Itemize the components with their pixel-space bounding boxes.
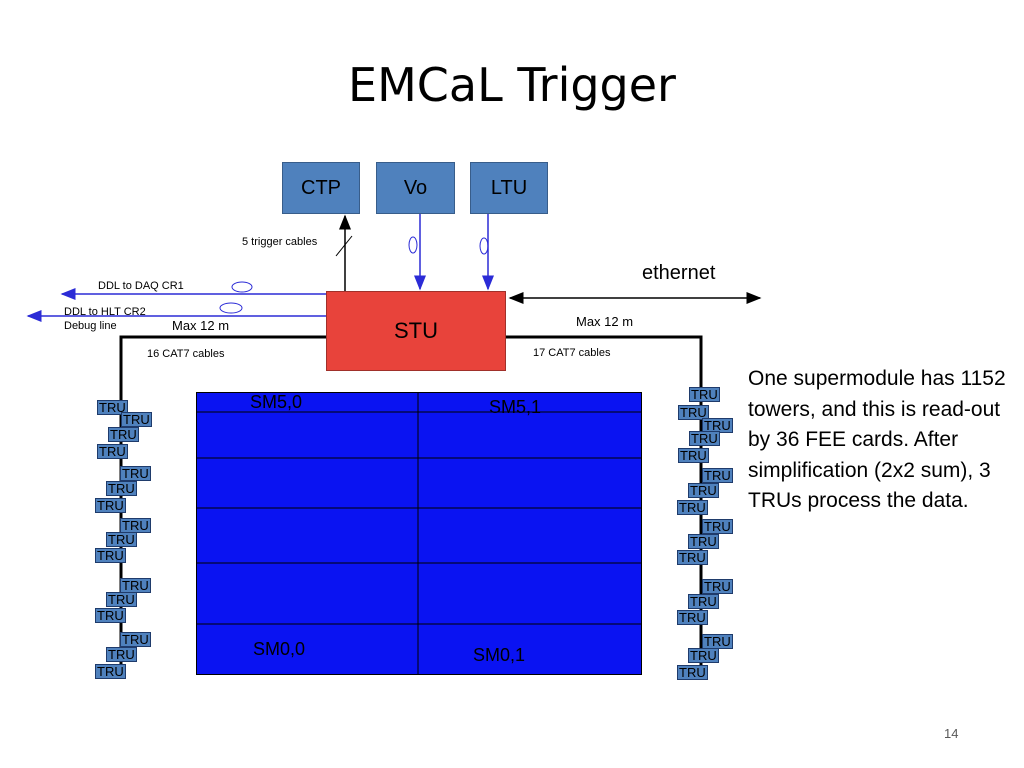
tru-module: TRU <box>106 532 137 547</box>
ltu-cable-loop <box>479 237 489 255</box>
supermodule-description: One supermodule has 1152 towers, and thi… <box>748 367 1006 512</box>
cable-slash <box>335 235 353 257</box>
tru-module: TRU <box>678 405 709 420</box>
hlt-cable-loop <box>219 302 243 314</box>
max-length-right-label: Max 12 m <box>576 314 634 329</box>
tru-module: TRU <box>702 579 733 594</box>
tru-module: TRU <box>678 448 709 463</box>
stu-box: STU <box>326 291 506 371</box>
tru-module: TRU <box>677 610 708 625</box>
tru-module: TRU <box>120 578 151 593</box>
sm00-label: SM0,0 <box>253 639 306 659</box>
tru-module: TRU <box>702 468 733 483</box>
tru-module: TRU <box>121 412 152 427</box>
tru-module: TRU <box>677 550 708 565</box>
tru-module: TRU <box>95 664 126 679</box>
vo-box: Vo <box>376 162 455 214</box>
sm51-label: SM5,1 <box>489 397 542 417</box>
tru-module: TRU <box>688 534 719 549</box>
tru-module: TRU <box>106 592 137 607</box>
supermodule-grid <box>196 392 642 675</box>
tru-module: TRU <box>95 608 126 623</box>
tru-module: TRU <box>106 647 137 662</box>
trigger-cables-label: 5 trigger cables <box>242 236 318 248</box>
ethernet-label: ethernet <box>642 262 716 284</box>
tru-module: TRU <box>688 594 719 609</box>
daq-cable-loop <box>231 281 253 293</box>
tru-module: TRU <box>689 387 720 402</box>
tru-module: TRU <box>689 431 720 446</box>
ltu-box: LTU <box>470 162 548 214</box>
tru-module: TRU <box>688 483 719 498</box>
page-number: 14 <box>944 726 959 741</box>
sm01-label: SM0,1 <box>473 645 526 665</box>
cat7-left-label: 16 CAT7 cables <box>147 348 225 360</box>
slide-title: EMCaL Trigger <box>348 58 676 112</box>
tru-module: TRU <box>120 518 151 533</box>
ddl-daq-label: DDL to DAQ CR1 <box>98 280 184 292</box>
debug-line-label: Debug line <box>64 320 117 332</box>
sm50-label: SM5,0 <box>250 392 303 412</box>
tru-module: TRU <box>702 519 733 534</box>
ddl-hlt-label: DDL to HLT CR2 <box>64 306 146 318</box>
cat7-right-label: 17 CAT7 cables <box>533 347 611 359</box>
tru-module: TRU <box>120 632 151 647</box>
tru-module: TRU <box>95 498 126 513</box>
tru-module: TRU <box>702 634 733 649</box>
tru-module: TRU <box>677 500 708 515</box>
tru-module: TRU <box>702 418 733 433</box>
tru-module: TRU <box>688 648 719 663</box>
ctp-box: CTP <box>282 162 360 214</box>
tru-module: TRU <box>95 548 126 563</box>
vo-cable-loop <box>408 236 418 254</box>
tru-module: TRU <box>97 444 128 459</box>
tru-module: TRU <box>120 466 151 481</box>
tru-module: TRU <box>108 427 139 442</box>
tru-module: TRU <box>677 665 708 680</box>
tru-module: TRU <box>97 400 128 415</box>
max-length-left-label: Max 12 m <box>172 318 230 333</box>
tru-module: TRU <box>106 481 137 496</box>
